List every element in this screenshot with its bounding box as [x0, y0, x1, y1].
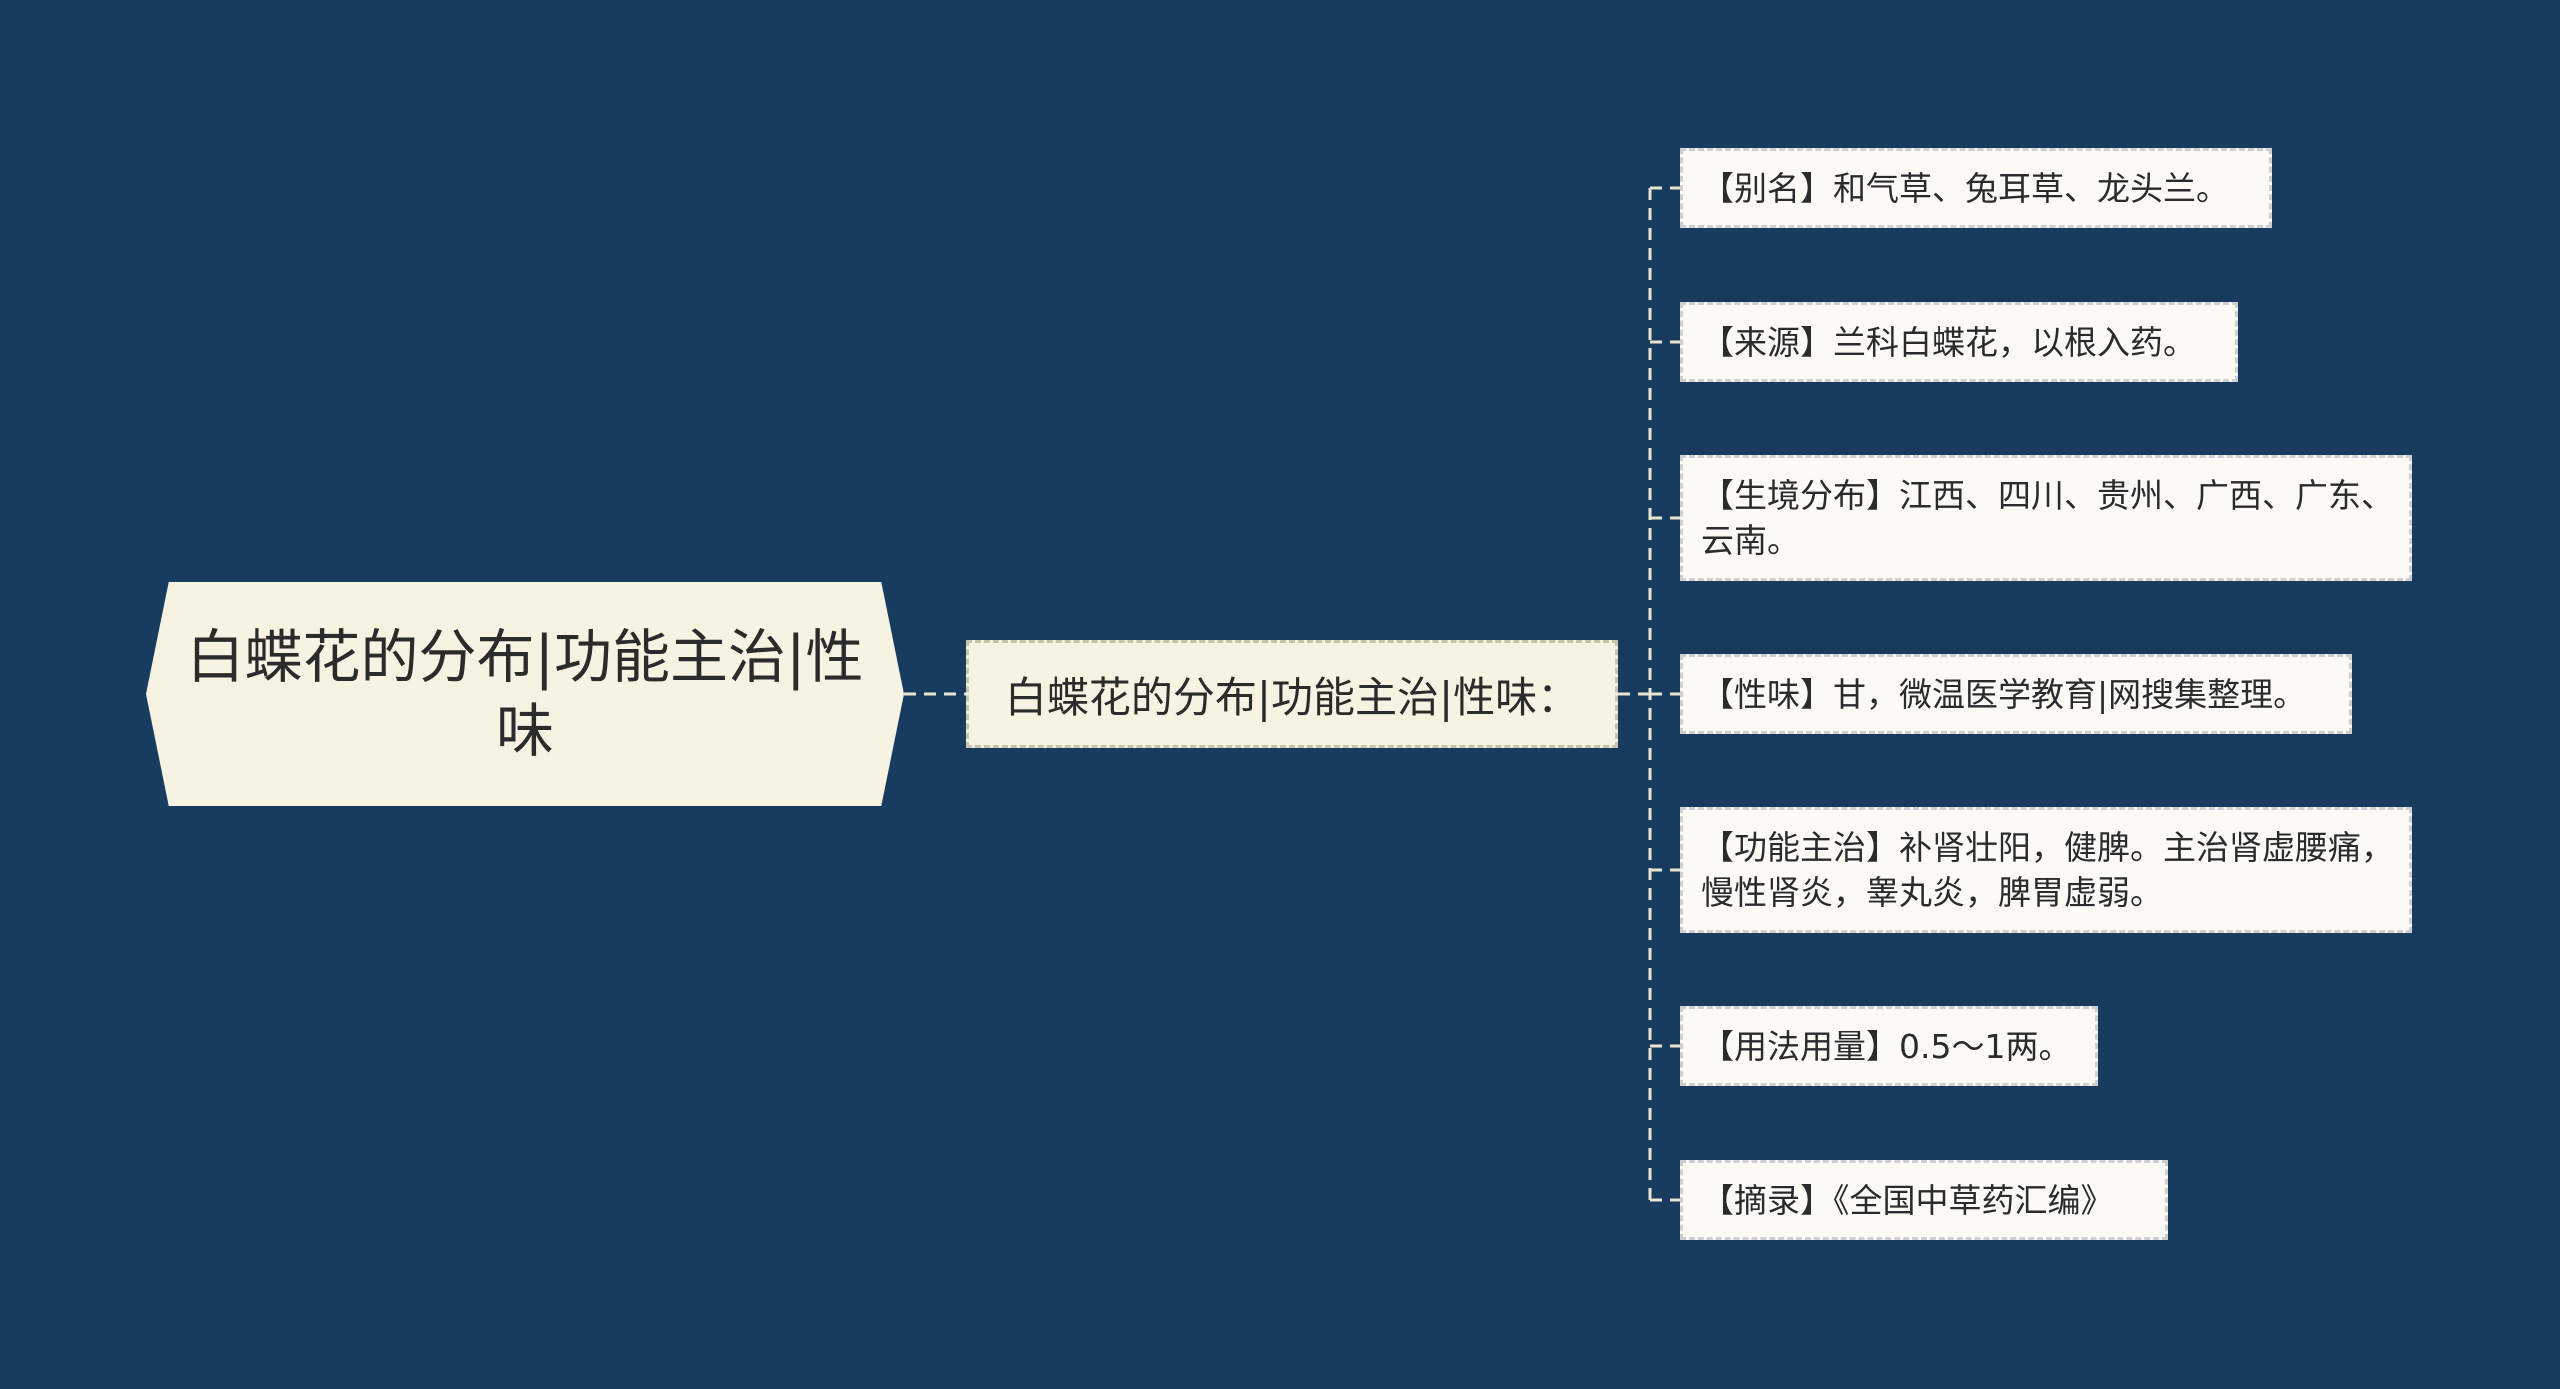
subtopic-node[interactable]: 白蝶花的分布|功能主治|性味：	[966, 640, 1618, 748]
leaf-node-habitat[interactable]: 【生境分布】江西、四川、贵州、广西、广东、云南。	[1680, 455, 2412, 581]
root-topic-node[interactable]: 白蝶花的分布|功能主治|性味	[146, 582, 904, 806]
leaf-node-property[interactable]: 【性味】甘，微温医学教育|网搜集整理。	[1680, 654, 2352, 734]
leaf-label-dosage: 【用法用量】0.5～1两。	[1701, 1026, 2072, 1066]
leaf-label-function: 【功能主治】补肾壮阳，健脾。主治肾虚腰痛，慢性肾炎，睾丸炎，脾胃虚弱。	[1701, 828, 2394, 912]
subtopic-label: 白蝶花的分布|功能主治|性味：	[1004, 672, 1580, 722]
leaf-node-dosage[interactable]: 【用法用量】0.5～1两。	[1680, 1006, 2098, 1086]
leaf-label-property: 【性味】甘，微温医学教育|网搜集整理。	[1701, 674, 2307, 714]
leaf-node-function[interactable]: 【功能主治】补肾壮阳，健脾。主治肾虚腰痛，慢性肾炎，睾丸炎，脾胃虚弱。	[1680, 807, 2412, 933]
leaf-label-alias: 【别名】和气草、兔耳草、龙头兰。	[1701, 168, 2229, 208]
leaf-label-habitat: 【生境分布】江西、四川、贵州、广西、广东、云南。	[1701, 476, 2394, 560]
leaf-label-source: 【来源】兰科白蝶花，以根入药。	[1701, 322, 2196, 362]
root-topic-label: 白蝶花的分布|功能主治|性味	[186, 623, 864, 765]
leaf-node-alias[interactable]: 【别名】和气草、兔耳草、龙头兰。	[1680, 148, 2272, 228]
leaf-node-source[interactable]: 【来源】兰科白蝶花，以根入药。	[1680, 302, 2238, 382]
leaf-node-excerpt[interactable]: 【摘录】《全国中草药汇编》	[1680, 1160, 2168, 1240]
leaf-label-excerpt: 【摘录】《全国中草药汇编》	[1701, 1180, 2114, 1220]
